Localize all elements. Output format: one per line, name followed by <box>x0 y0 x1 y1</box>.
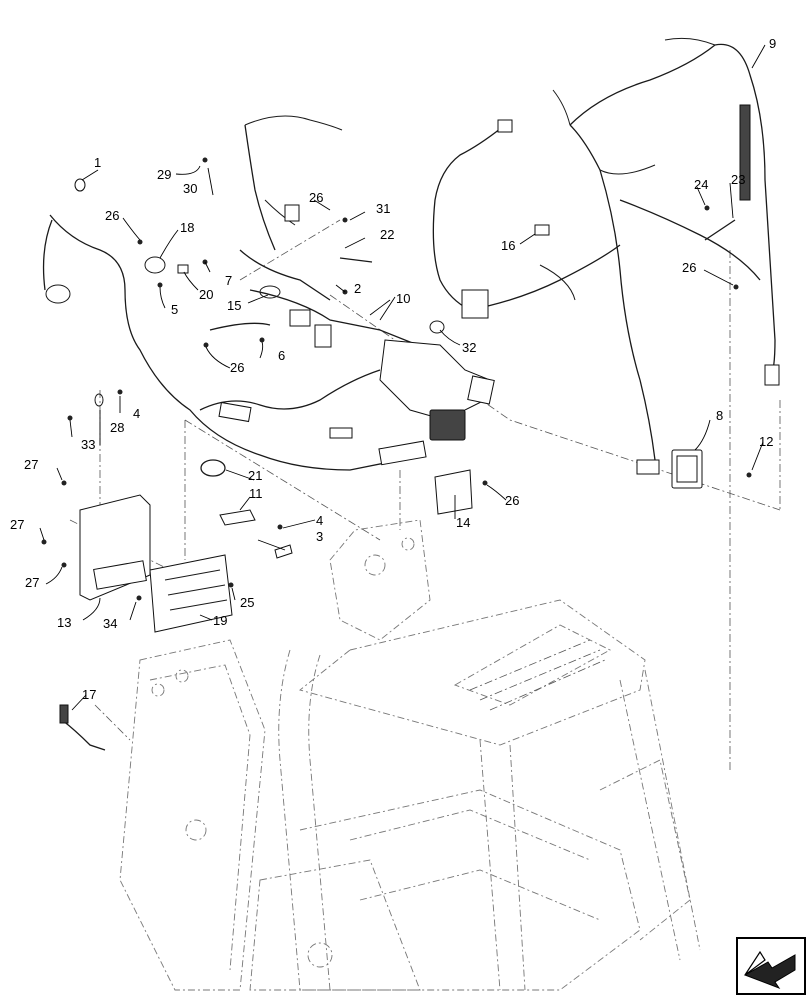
callout-14: 14 <box>456 515 470 530</box>
callout-27a: 27 <box>24 457 38 472</box>
callout-15: 15 <box>227 298 241 313</box>
callout-6: 6 <box>278 348 285 363</box>
callout-25: 25 <box>240 595 254 610</box>
loader-frame <box>119 519 701 991</box>
callout-27c: 27 <box>25 575 39 590</box>
callout-18: 18 <box>180 220 194 235</box>
callout-8: 8 <box>716 408 723 423</box>
callout-32: 32 <box>462 340 476 355</box>
callout-16: 16 <box>501 238 515 253</box>
callout-5: 5 <box>171 302 178 317</box>
callout-26b: 26 <box>309 190 323 205</box>
view-direction-arrow-icon[interactable] <box>736 937 806 995</box>
leader-lines <box>39 44 766 711</box>
callout-20: 20 <box>199 287 213 302</box>
callout-7: 7 <box>225 273 232 288</box>
callout-31: 31 <box>376 201 390 216</box>
callout-30: 30 <box>183 181 197 196</box>
callout-13: 13 <box>57 615 71 630</box>
callout-22: 22 <box>380 227 394 242</box>
callout-2: 2 <box>354 281 361 296</box>
callout-17: 17 <box>82 687 96 702</box>
callout-34: 34 <box>103 616 117 631</box>
callout-4: 4 <box>133 406 140 421</box>
main-harness <box>42 115 495 471</box>
callout-26a: 26 <box>105 208 119 223</box>
callout-9: 9 <box>769 36 776 51</box>
callout-23: 23 <box>731 172 745 187</box>
callout-3: 3 <box>316 529 323 544</box>
callout-26d: 26 <box>682 260 696 275</box>
callout-1: 1 <box>94 155 101 170</box>
callout-26c: 26 <box>230 360 244 375</box>
callout-12: 12 <box>759 434 773 449</box>
callout-19: 19 <box>213 613 227 628</box>
callout-11: 11 <box>249 486 263 501</box>
center-harness <box>432 119 621 319</box>
callout-21: 21 <box>248 468 262 483</box>
callout-10: 10 <box>396 291 410 306</box>
hardware-parts <box>41 157 752 751</box>
callout-27b: 27 <box>10 517 24 532</box>
callout-labels: 1 2 3 4 4 5 6 7 8 9 10 11 12 13 14 15 16… <box>10 36 776 702</box>
callout-26e: 26 <box>505 493 519 508</box>
callout-33: 33 <box>81 437 95 452</box>
callout-24: 24 <box>694 177 708 192</box>
callout-4b: 4 <box>316 513 323 528</box>
callout-28: 28 <box>110 420 124 435</box>
cab-harness <box>552 37 780 475</box>
callout-29: 29 <box>157 167 171 182</box>
